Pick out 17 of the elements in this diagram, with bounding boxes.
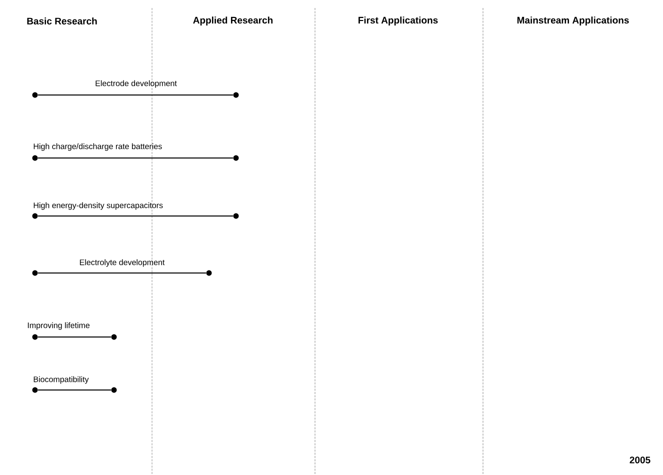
edge-label: Biocompatibility <box>34 376 89 384</box>
column-heading: Applied Research <box>193 16 273 26</box>
timeline-bar <box>38 94 234 96</box>
timeline-bar <box>38 215 234 217</box>
timeline-bar <box>38 389 112 391</box>
timeline-bar <box>38 157 234 159</box>
edge-label: Electrolyte development <box>80 259 165 267</box>
column-heading: Basic Research <box>27 18 97 24</box>
edge-label: High charge/discharge rate batteries <box>34 143 162 151</box>
column-heading: First Applications <box>358 16 438 26</box>
edge-label: Improving lifetime <box>28 322 90 330</box>
timeline-bar <box>38 272 206 274</box>
timeline-bar <box>38 336 112 338</box>
edge-label: High energy-density supercapacitors <box>34 202 163 210</box>
year-label: 2005 <box>630 456 650 464</box>
edge-label: Electrode development <box>96 80 177 88</box>
column-heading: Mainstream Applications <box>517 16 629 26</box>
